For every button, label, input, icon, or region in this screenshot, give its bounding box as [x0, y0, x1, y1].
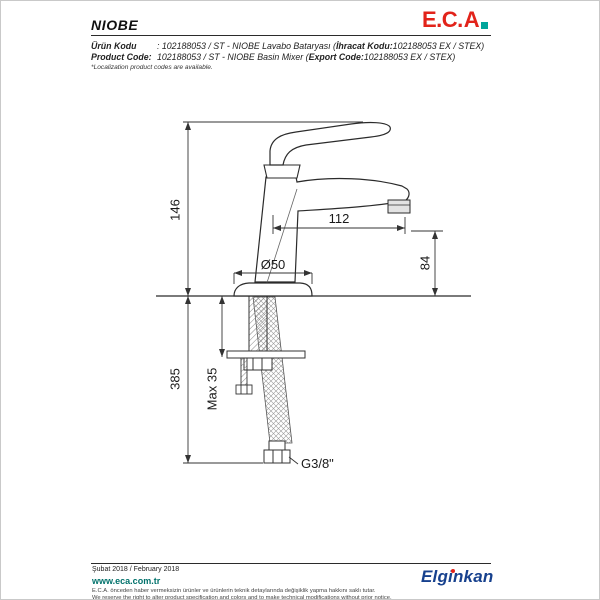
export-code-label-en: Export Code:: [308, 51, 364, 62]
aerator: [387, 199, 411, 214]
product-info: Ürün Kodu : 102188053 / ST - NIOBE Lavabo…: [91, 41, 493, 71]
header-divider: [91, 35, 491, 36]
dim-height-label: 146: [167, 199, 182, 221]
eca-logo-text-ec: E.C.: [422, 7, 463, 32]
clamping-stud: [235, 357, 253, 395]
faucet-technical-drawing: 146 385 Max 35 84 112 Ø50 G3/8": [156, 121, 471, 471]
dim-below-counter-label: 385: [167, 368, 182, 390]
internal-line: [263, 188, 298, 293]
dim-base-diameter-label: Ø50: [261, 257, 286, 272]
legal-text-en: We reserve the right to alter product sp…: [92, 595, 392, 600]
website-link[interactable]: www.eca.com.tr: [92, 576, 161, 586]
legal-text-tr: E.C.A. önceden haber vermeksizin ürünler…: [92, 588, 376, 594]
hose-fitting: [263, 440, 291, 464]
dim-reach-label: 112: [329, 211, 350, 226]
elginkan-logo-text: Elginkan: [421, 567, 494, 586]
export-code-value-en: 102188053 EX / STEX): [363, 51, 456, 62]
eca-logo-dot-icon: [481, 22, 489, 29]
product-code-label-tr: Ürün Kodu: [91, 41, 137, 51]
product-code-value-en: 102188053 / ST - NIOBE Basin Mixer (: [157, 51, 309, 62]
base-flange: [233, 282, 313, 297]
faucet-body: [254, 176, 410, 283]
product-code-value-tr: : 102188053 / ST - NIOBE Lavabo Bataryas…: [157, 41, 336, 51]
dimension-lines: [183, 121, 443, 465]
faucet-handle: [269, 121, 391, 166]
product-title: NIOBE: [91, 17, 139, 33]
product-code-label-en: Product Code:: [91, 51, 152, 62]
dim-connection-label: G3/8": [301, 456, 334, 471]
dim-max-thickness-label: Max 35: [204, 368, 219, 411]
localization-note: *Localization product codes are availabl…: [91, 64, 213, 72]
eca-logo: E.C. A: [422, 7, 489, 32]
footer-date: Şubat 2018 / February 2018: [92, 566, 180, 573]
elginkan-red-dot-icon: [451, 569, 455, 573]
product-code-row-tr: Ürün Kodu : 102188053 / ST - NIOBE Lavabo…: [91, 41, 493, 52]
elginkan-logo: Elginkan: [421, 567, 493, 587]
export-code-label-tr: İhracat Kodu:: [335, 41, 393, 51]
export-code-value-tr: 102188053 EX / STEX): [392, 41, 485, 51]
mounting-nut: [243, 357, 273, 371]
cartridge-cover: [263, 164, 301, 179]
eca-logo-text-a: A: [463, 7, 480, 32]
dimension-arrows: [185, 122, 438, 463]
dim-spout-height-label: 84: [417, 256, 432, 270]
mounting-washer: [226, 350, 306, 359]
threaded-shank: [248, 295, 268, 352]
footer-divider: [91, 563, 491, 564]
product-code-row-en: Product Code: 102188053 / ST - NIOBE Bas…: [91, 52, 493, 63]
